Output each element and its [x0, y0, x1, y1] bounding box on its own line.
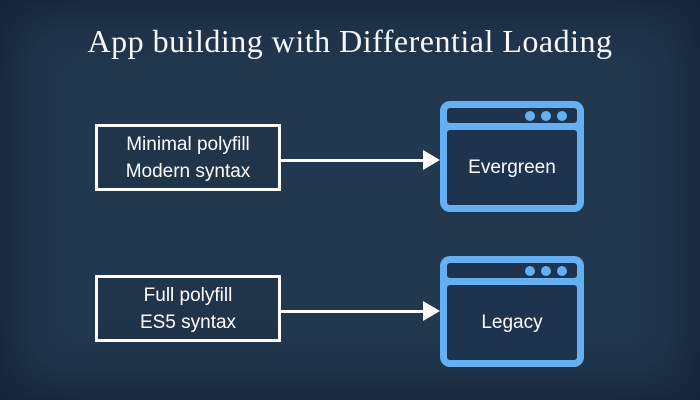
browser-window-label-legacy: Legacy [481, 311, 543, 333]
browser-body: Legacy [447, 285, 577, 360]
diagram-title: App building with Differential Loading [87, 23, 613, 59]
arrow-legacy [281, 301, 441, 321]
source-box-modern: Minimal polyfill Modern syntax [95, 124, 281, 191]
window-dot-icon [557, 110, 567, 121]
browser-titlebar [447, 108, 577, 123]
source-box-modern-line2: Modern syntax [125, 160, 251, 182]
browser-window-icon-legacy: Legacy [440, 256, 584, 367]
browser-body: Evergreen [447, 130, 577, 205]
browser-window-label-evergreen: Evergreen [468, 156, 556, 178]
arrow-line [281, 309, 427, 313]
source-box-legacy-line2: ES5 syntax [139, 311, 237, 333]
window-dot-icon [541, 110, 551, 121]
window-dot-icon [557, 265, 567, 276]
window-dot-icon [525, 110, 535, 121]
arrow-head-icon [423, 301, 440, 321]
source-box-legacy: Full polyfill ES5 syntax [95, 275, 281, 342]
window-dot-icon [541, 265, 551, 276]
arrow-modern [281, 150, 441, 170]
window-dot-icon [525, 265, 535, 276]
source-box-modern-line1: Minimal polyfill [126, 133, 250, 155]
arrow-line [281, 158, 427, 162]
arrow-head-icon [423, 150, 440, 170]
source-box-legacy-line1: Full polyfill [143, 284, 233, 306]
browser-window-icon-evergreen: Evergreen [440, 101, 584, 212]
browser-titlebar [447, 263, 577, 278]
